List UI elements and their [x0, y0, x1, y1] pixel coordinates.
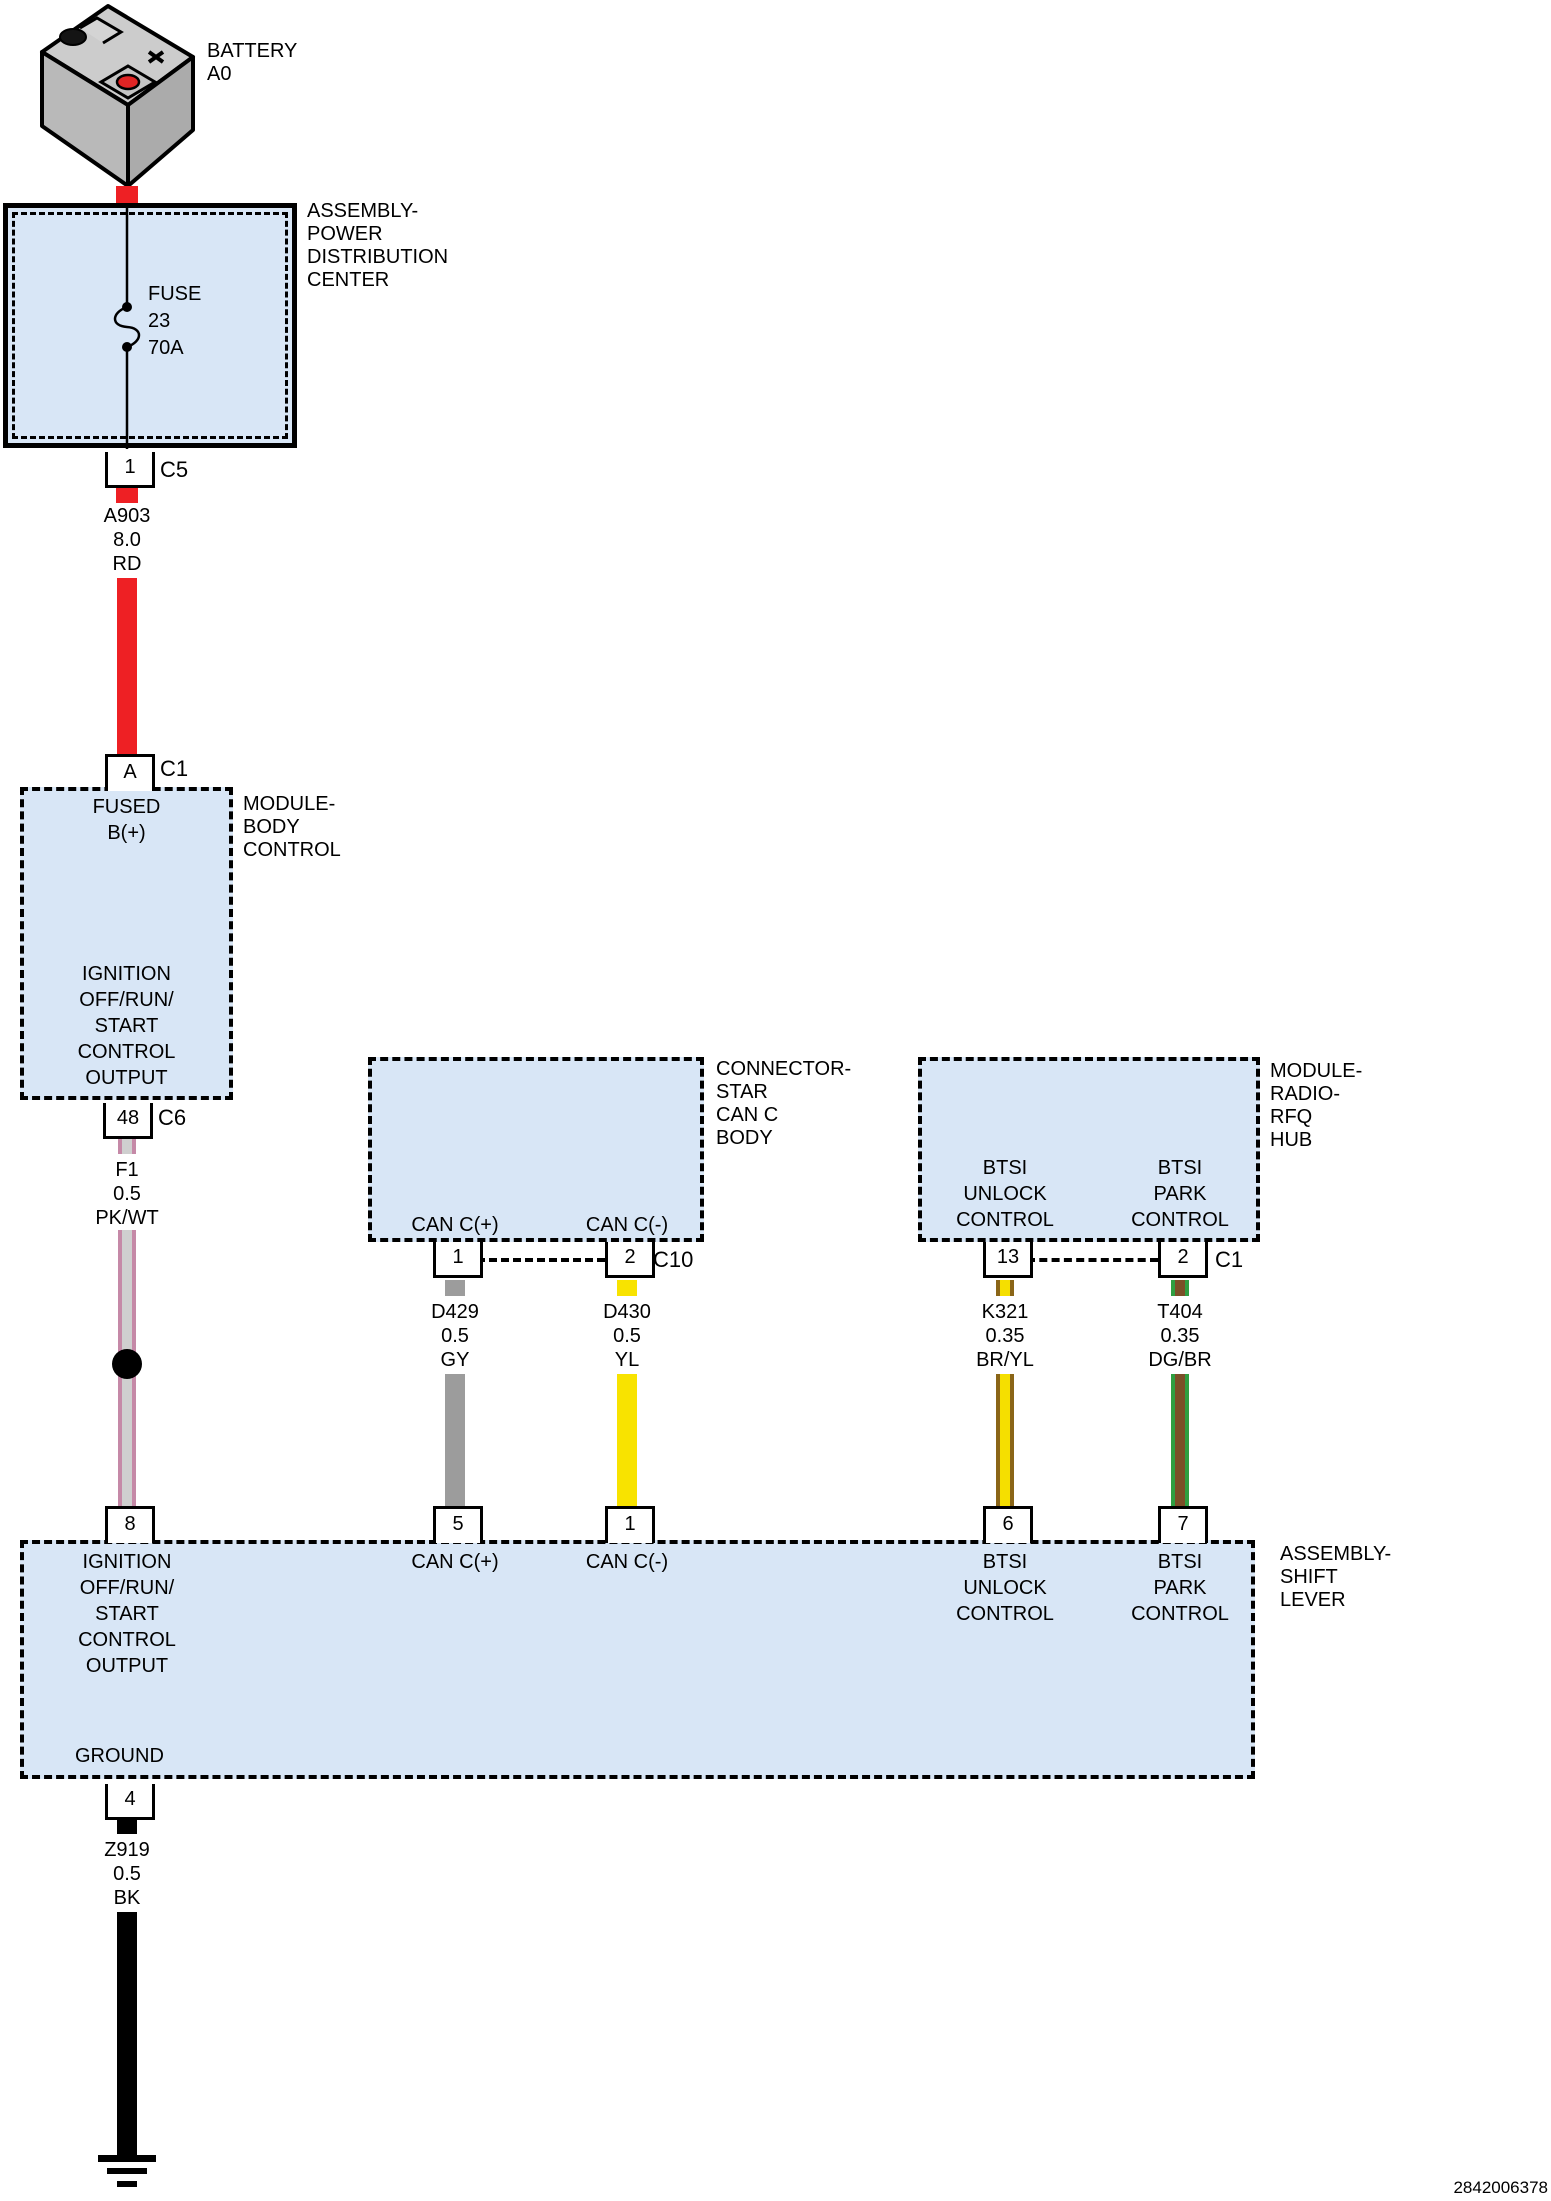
pdc-box-inner-border [12, 212, 288, 439]
wire-z919-label: Z919 0.5 BK [104, 1839, 150, 1909]
ground-icon-bar2 [107, 2168, 147, 2174]
wire-z919 [117, 1912, 137, 2157]
pin-box-bcm-48: 48 [103, 1103, 153, 1139]
shift-lever-label: ASSEMBLY- SHIFT LEVER [1280, 1543, 1392, 1611]
star-connector-box [368, 1057, 704, 1242]
wire-k321 [996, 1374, 1014, 1506]
pdc-label: ASSEMBLY- POWER DISTRIBUTION CENTER [307, 200, 449, 291]
connector-label-c10: C10 [653, 1247, 694, 1272]
bcm-fused-b-label: FUSED B(+) [92, 796, 161, 844]
connector-label-c1-bcm: C1 [160, 756, 189, 781]
wire-t404-connector-square [1171, 1280, 1189, 1296]
shift-lever-box [20, 1540, 1255, 1779]
pin-box-shift-8: 8 [105, 1506, 155, 1543]
wire-t404 [1171, 1374, 1189, 1506]
hub-btsi-park-label: BTSI PARK CONTROL [1131, 1157, 1229, 1231]
wire-d430 [617, 1374, 637, 1506]
wire-z919-connector-square [117, 1817, 137, 1834]
wire-f1-stub [118, 1136, 136, 1154]
wire-d429-connector-square [445, 1280, 465, 1296]
pin-box-star-2: 2 [605, 1242, 655, 1278]
battery-connector-square [116, 186, 138, 203]
shift-can-minus-label: CAN C(-) [585, 1551, 669, 1573]
wire-f1-label: F1 0.5 PK/WT [95, 1159, 159, 1229]
star-connector-label: CONNECTOR- STAR CAN C BODY [716, 1058, 852, 1149]
star-can-minus-label: CAN C(-) [585, 1214, 669, 1236]
wire-k321-connector-square [996, 1280, 1014, 1296]
wire-a903-label: A903 8.0 RD [103, 505, 151, 575]
shift-can-plus-label: CAN C(+) [411, 1551, 499, 1573]
hub-box [918, 1057, 1260, 1242]
battery-label: BATTERY A0 [207, 40, 298, 85]
pin-box-shift-4: 4 [105, 1784, 155, 1820]
wire-d430-label: D430 0.5 YL [603, 1301, 651, 1371]
wire-d429-label: D429 0.5 GY [431, 1301, 479, 1371]
diagram-part-number: 2842006378 [1453, 2178, 1548, 2197]
splice-dot [112, 1349, 142, 1379]
hub-connector-jumper-line [1027, 1258, 1158, 1262]
wire-d429 [445, 1374, 465, 1506]
hub-label: MODULE- RADIO- RFQ HUB [1270, 1060, 1363, 1151]
shift-btsi-park-label: BTSI PARK CONTROL [1131, 1551, 1229, 1625]
connector-label-c5: C5 [160, 457, 189, 482]
hub-btsi-unlock-label: BTSI UNLOCK CONTROL [956, 1157, 1054, 1231]
ground-icon [98, 2155, 156, 2162]
shift-ground-label: GROUND [75, 1745, 164, 1767]
pdc-box [3, 203, 297, 448]
star-can-plus-label: CAN C(+) [411, 1214, 499, 1236]
wire-a903-connector-square [116, 486, 138, 503]
wire-t404-label: T404 0.35 DG/BR [1148, 1301, 1212, 1371]
connector-label-c1-hub: C1 [1215, 1247, 1244, 1272]
connector-label-c6: C6 [158, 1105, 187, 1130]
pin-box-shift-1: 1 [605, 1506, 655, 1543]
pin-box-hub-13: 13 [983, 1242, 1033, 1278]
bcm-ignition-output-label: IGNITION OFF/RUN/ START CONTROL OUTPUT [77, 963, 176, 1089]
bcm-label: MODULE- BODY CONTROL [243, 793, 341, 861]
pin-box-shift-6: 6 [983, 1506, 1033, 1543]
shift-btsi-unlock-label: BTSI UNLOCK CONTROL [956, 1551, 1054, 1625]
star-connector-jumper-line [477, 1258, 605, 1262]
wire-k321-label: K321 0.35 BR/YL [976, 1301, 1034, 1371]
pin-box-star-1: 1 [433, 1242, 483, 1278]
bcm-box [20, 787, 233, 1100]
pin-box-bcm-a: A [105, 754, 155, 791]
pin-box-hub-2: 2 [1158, 1242, 1208, 1278]
shift-ignition-label: IGNITION OFF/RUN/ START CONTROL OUTPUT [78, 1551, 176, 1677]
battery-icon [40, 4, 195, 188]
pin-box-shift-7: 7 [1158, 1506, 1208, 1543]
ground-icon-bar3 [117, 2181, 137, 2187]
wire-d430-connector-square [617, 1280, 637, 1296]
pin-box-pdc-1: 1 [105, 452, 155, 488]
fuse-label: FUSE 23 70A [148, 283, 202, 359]
fuse-icon [113, 203, 141, 449]
wire-a903 [117, 578, 137, 756]
pin-box-shift-5: 5 [433, 1506, 483, 1543]
